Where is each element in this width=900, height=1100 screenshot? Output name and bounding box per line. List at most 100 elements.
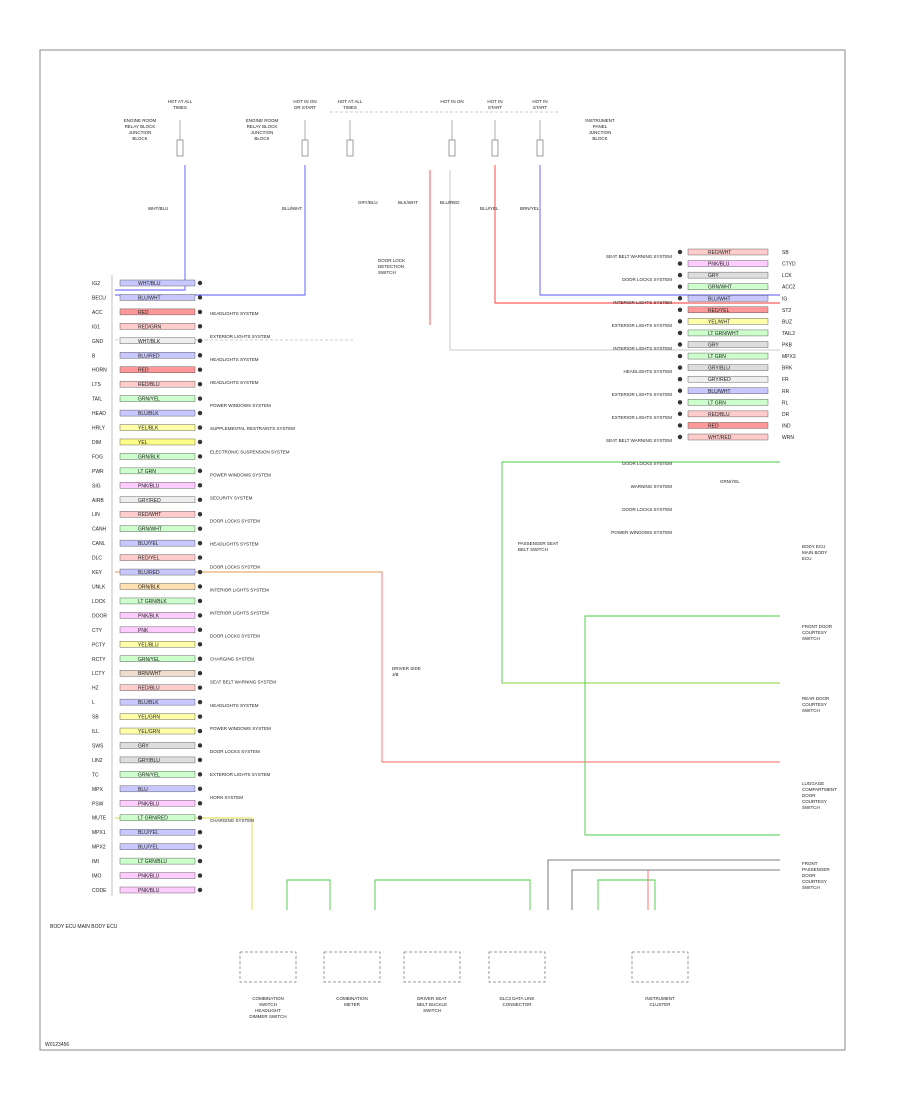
right-wire-swatch <box>687 248 769 256</box>
left-pin-label: MUTE <box>92 816 107 822</box>
left-wire-code: PNK/BLU <box>138 888 160 894</box>
left-system-label: EXTERIOR LIGHTS SYSTEM <box>210 334 271 339</box>
left-pin-terminal <box>197 468 203 474</box>
left-wire-swatch <box>119 395 196 402</box>
wire-color-label: BLK/WHT <box>398 200 418 205</box>
right-wire-swatch <box>687 271 769 279</box>
right-wire-swatch <box>687 410 769 418</box>
right-wire-code: BLU/WHT <box>708 389 731 395</box>
right-pin-terminal <box>677 388 683 393</box>
right-wire-swatch <box>687 318 769 325</box>
left-module-caption: BODY ECU MAIN BODY ECU <box>50 924 118 930</box>
left-wire-code: BLU/BLK <box>138 411 159 417</box>
wire-green-bottom-1 <box>286 879 331 910</box>
left-pin-label: RCTY <box>92 657 106 663</box>
left-pin-terminal <box>197 396 203 401</box>
left-wire-swatch <box>119 568 196 576</box>
right-wire-code: YEL/WHT <box>708 319 730 325</box>
left-pin-terminal <box>197 728 203 734</box>
right-pin-label: CTYD <box>782 262 796 268</box>
right-system-label: DOOR LOCKS SYSTEM <box>622 277 672 282</box>
fuse-label: HOT IN ON <box>440 99 463 104</box>
left-wire-code: GRY <box>138 743 149 749</box>
left-wire-swatch <box>119 814 196 821</box>
left-pin-label: IG2 <box>92 281 100 287</box>
wire-green-bottom-3 <box>597 879 656 910</box>
left-pin-terminal <box>197 324 203 329</box>
left-wire-code: RED/GRN <box>138 324 161 330</box>
right-pin-terminal <box>677 284 683 289</box>
left-wire-swatch <box>119 482 196 489</box>
left-pin-terminal <box>197 367 203 372</box>
right-pin-label: RL <box>782 400 789 406</box>
right-pin-label: SB <box>782 250 789 256</box>
left-wire-code: GRN/WHT <box>138 527 162 533</box>
left-system-label: DOOR LOCKS SYSTEM <box>210 518 260 523</box>
left-wire-swatch <box>119 800 196 807</box>
left-system-label: SEAT BELT WARNING SYSTEM <box>210 680 276 685</box>
left-pin-terminal <box>197 743 203 748</box>
left-pin-terminal <box>197 439 203 445</box>
left-wire-swatch <box>119 641 196 648</box>
component-box <box>323 951 381 983</box>
left-pin-label: DLC <box>92 556 102 562</box>
left-wire-code: GRN/YEL <box>138 772 160 778</box>
left-wire-swatch <box>119 857 196 865</box>
left-pin-terminal <box>197 685 203 690</box>
right-pin-label: MPX3 <box>782 354 796 360</box>
left-pin-label: KEY <box>92 570 103 576</box>
right-wire-swatch <box>687 352 769 360</box>
left-wire-code: LT GRN/BLU <box>138 859 167 865</box>
left-pin-label: HORN <box>92 368 107 374</box>
right-wire-code: RED <box>708 423 719 429</box>
left-wire-swatch <box>119 670 196 677</box>
left-pin-label: CANL <box>92 541 106 547</box>
left-pin-label: MPX <box>92 787 104 793</box>
right-system-label: EXTERIOR LIGHTS SYSTEM <box>612 392 673 397</box>
wire-color-label: BLU/YEL <box>480 206 499 211</box>
left-pin-label: PWR <box>92 469 104 475</box>
right-wire-swatch <box>687 387 769 394</box>
diagram-frame <box>39 49 846 1051</box>
right-pin-terminal <box>677 423 683 428</box>
left-system-label: POWER WINDOWS SYSTEM <box>210 403 271 408</box>
left-system-label: POWER WINDOWS SYSTEM <box>210 472 271 477</box>
left-wire-code: LT GRN <box>138 469 156 475</box>
left-wire-swatch <box>119 872 196 879</box>
right-pin-terminal <box>677 434 683 440</box>
left-pin-terminal <box>197 671 203 676</box>
left-wire-code: WHT/BLK <box>138 339 161 345</box>
wire-color-label: BLU/RED <box>440 200 460 205</box>
left-wire-code: YEL/BLK <box>138 426 159 432</box>
left-wire-code: RED/BLU <box>138 382 160 388</box>
left-pin-label: HEAD <box>92 411 106 417</box>
left-pin-label: IMI <box>92 859 99 865</box>
right-pin-terminal <box>677 365 683 370</box>
left-system-label: HEADLIGHTS SYSTEM <box>210 311 259 316</box>
right-wire-code: RED/WHT <box>708 250 731 256</box>
wire-gray-right <box>449 170 780 351</box>
right-pin-label: IND <box>782 423 791 429</box>
left-pin-label: PSW <box>92 801 104 807</box>
left-pin-label: DOOR <box>92 613 107 619</box>
left-pin-terminal <box>197 757 203 763</box>
left-system-label: EXTERIOR LIGHTS SYSTEM <box>210 772 271 777</box>
wire-color-label: BRN/YEL <box>520 206 540 211</box>
left-wire-code: GRN/BLK <box>138 454 161 460</box>
left-pin-label: HRLY <box>92 426 106 432</box>
left-pin-terminal <box>197 699 203 705</box>
component-box <box>488 951 546 983</box>
right-pin-terminal <box>677 307 683 313</box>
left-pin-label: DIM <box>92 440 101 446</box>
right-wire-code: RED/YEL <box>708 308 730 314</box>
